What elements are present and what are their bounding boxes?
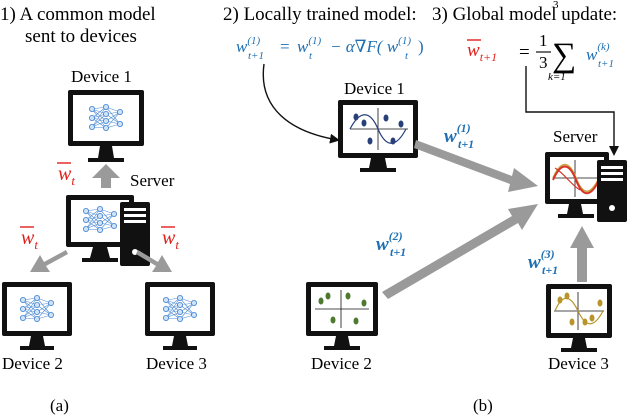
- device-2-local-model-monitor: [306, 282, 378, 350]
- server-computer: [66, 195, 150, 266]
- panel-a-heading-line2: sent to devices: [25, 26, 137, 47]
- panel-a-heading-line1: 1) A common model: [0, 4, 156, 25]
- arrow-equation-to-device1: [262, 63, 340, 144]
- panel-b-device3-label: Device 3: [548, 354, 609, 373]
- panel-b-heading-local: 2) Locally trained model:: [223, 4, 417, 25]
- global-update-equation: wt+1 = 1 3 3 ∑ k=1 w(k)t+1: [467, 0, 614, 83]
- data-points: [353, 113, 404, 145]
- device-3-monitor: [145, 282, 215, 350]
- device-3-local-model-monitor: [546, 284, 612, 352]
- weight-label-to-device2: wt: [21, 227, 38, 252]
- weight-label-to-device3: wt: [162, 227, 179, 252]
- device-1-local-model-monitor: [338, 100, 418, 172]
- panel-b-device2-label: Device 2: [311, 354, 372, 373]
- svg-text:w(k)t+1: w(k)t+1: [586, 41, 614, 70]
- local-update-equation: w(1)t+1 = w(1)t − α∇F( w(1)t ): [236, 35, 424, 63]
- svg-text:wt+1: wt+1: [467, 40, 497, 64]
- svg-text:3: 3: [553, 0, 559, 11]
- weight-label-device1: w(1)t+1: [444, 121, 474, 151]
- svg-text:3: 3: [539, 53, 548, 72]
- arrow-device3-to-server: [570, 226, 594, 282]
- panel-b-device1-label: Device 1: [344, 79, 405, 98]
- panel-b-heading-global: 3) Global model update:: [432, 4, 617, 25]
- panel-a-caption: (a): [50, 396, 69, 415]
- panel-a-device1-label: Device 1: [71, 67, 132, 86]
- panel-b-server-label: Server: [553, 127, 598, 146]
- weight-label-to-device1: wt: [58, 163, 75, 188]
- svg-text:=: =: [519, 42, 530, 63]
- svg-text:∑: ∑: [552, 37, 576, 74]
- server-global-model: [545, 152, 627, 222]
- arrow-device2-to-server: [382, 204, 538, 299]
- panel-a-device3-label: Device 3: [146, 354, 207, 373]
- data-points: [318, 292, 367, 325]
- panel-a-device2-label: Device 2: [2, 354, 63, 373]
- weight-label-device2: w(2)t+1: [376, 229, 406, 259]
- panel-a-server-label: Server: [130, 171, 175, 190]
- arrow-equation-to-server: [525, 66, 619, 156]
- arrow-server-to-device1: [92, 164, 120, 188]
- arrow-device1-to-server: [414, 140, 538, 192]
- arrow-server-to-device2: [30, 250, 68, 272]
- panel-b-caption: (b): [473, 396, 493, 415]
- data-points: [557, 292, 603, 326]
- device-2-monitor: [2, 282, 72, 350]
- device-1-monitor: [68, 90, 144, 162]
- svg-text:1: 1: [539, 31, 548, 50]
- weight-label-device3: w(3)t+1: [528, 247, 558, 277]
- svg-text:k=1: k=1: [548, 71, 566, 83]
- arrow-server-to-device3: [136, 250, 172, 272]
